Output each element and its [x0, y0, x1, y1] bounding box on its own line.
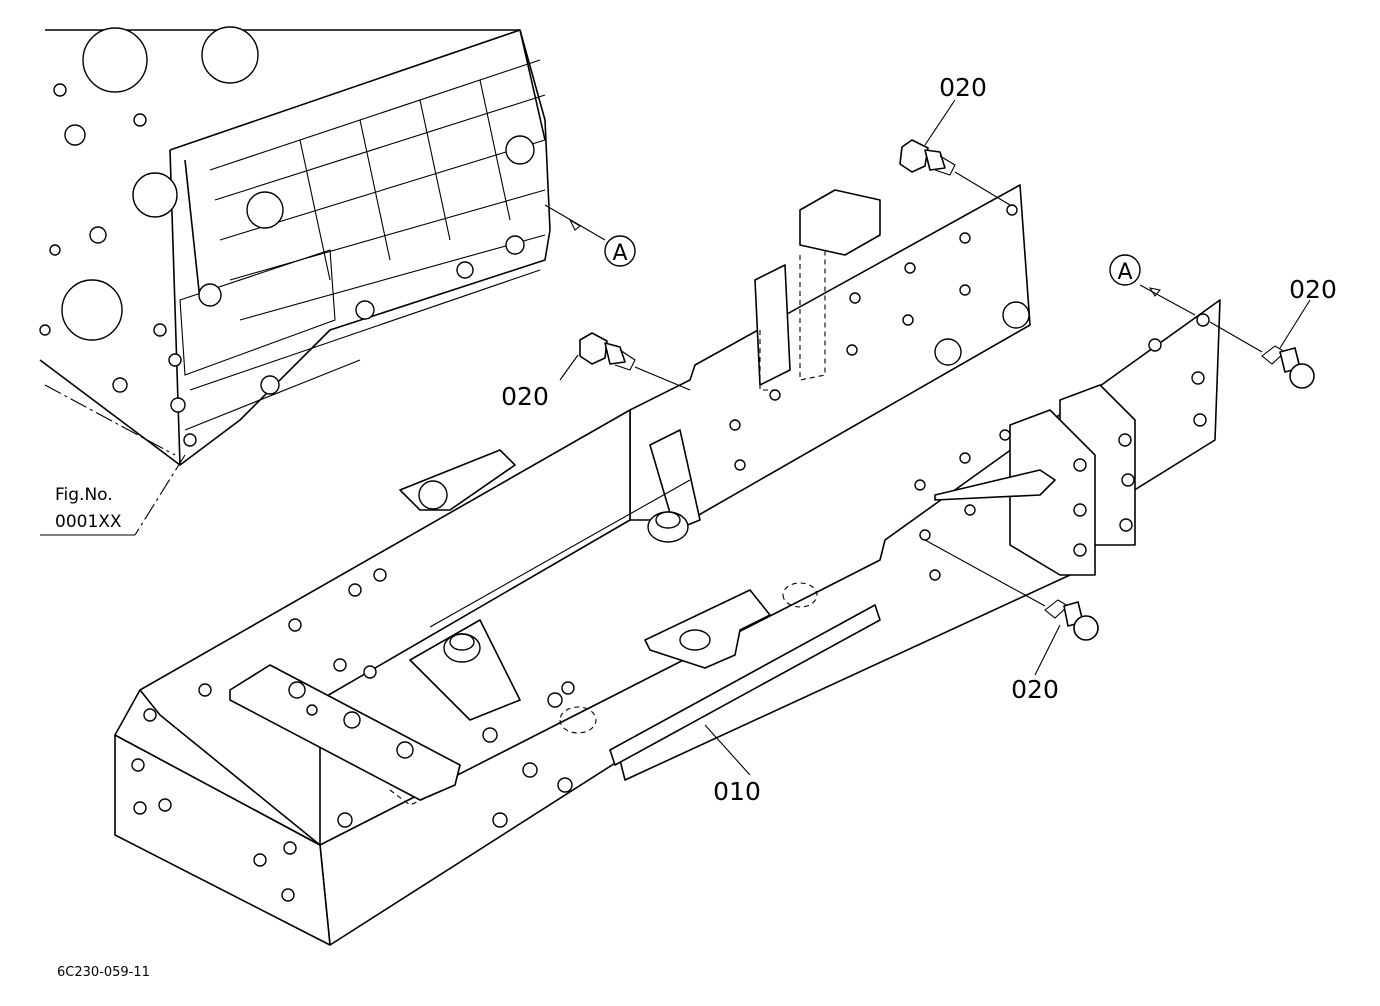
frame-010-leader	[704, 724, 751, 776]
view-marker-a-block-label: A	[612, 241, 627, 266]
bolt-020-right	[1209, 299, 1315, 389]
view-marker-a-block: A	[604, 235, 636, 267]
fig-ref-number: 0001XX	[55, 512, 122, 532]
frame-assembly	[114, 184, 1221, 946]
callout-020-top: 020	[939, 73, 987, 102]
callout-020-right: 020	[1289, 275, 1337, 304]
engine-block	[39, 26, 551, 466]
view-marker-a-frame: A	[1109, 254, 1141, 286]
view-a-leader-frame	[1139, 284, 1196, 316]
view-marker-a-frame-label: A	[1117, 260, 1132, 285]
frame-back-plate	[629, 184, 1031, 521]
callout-020-bottom: 020	[1011, 675, 1059, 704]
bolt-020-bottom	[924, 539, 1099, 676]
callout-010-frame: 010	[713, 777, 761, 806]
bolt-020-left	[559, 332, 691, 391]
drawing-number: 6C230-059-11	[57, 965, 150, 980]
fig-ref-label: Fig.No.	[55, 485, 113, 505]
callout-020-left: 020	[501, 382, 549, 411]
bolt-020-top	[899, 99, 1011, 206]
